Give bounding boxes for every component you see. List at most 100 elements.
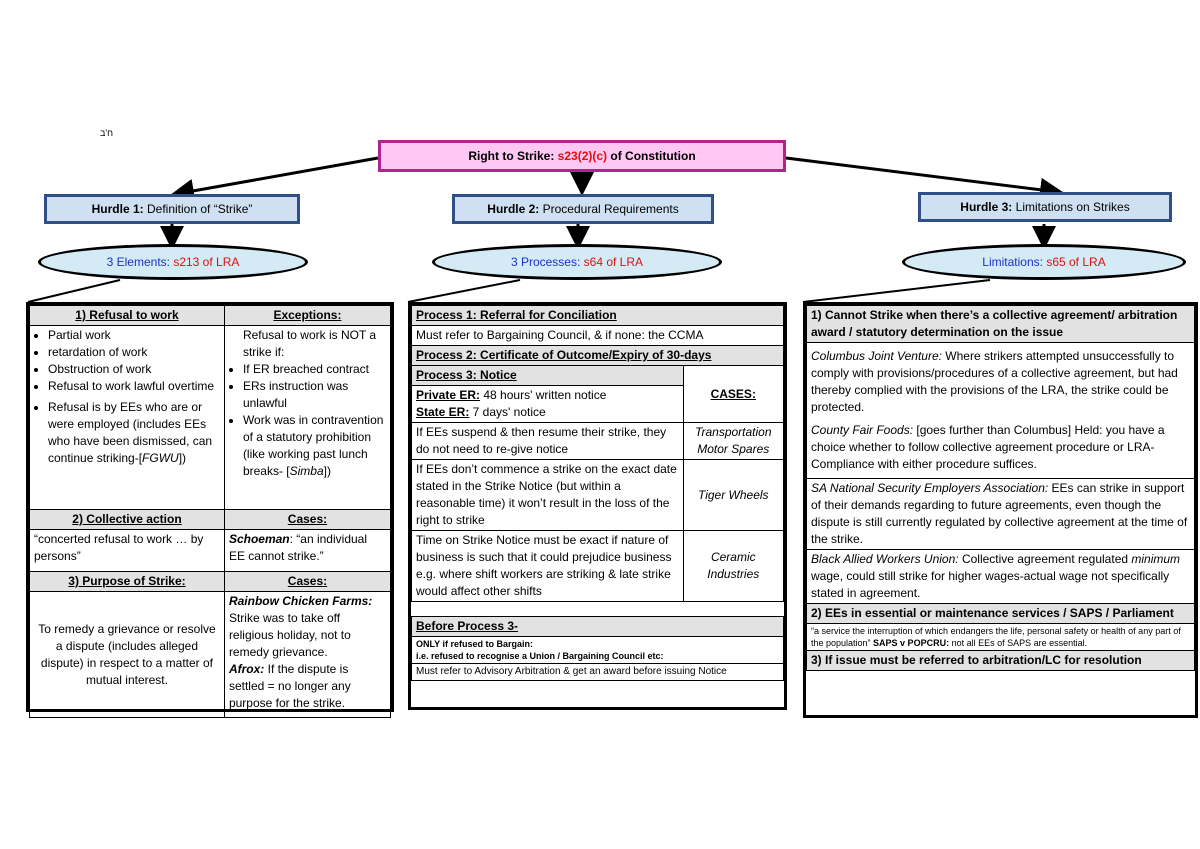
saps-text: not all EEs of SAPS are essential.: [949, 638, 1088, 648]
arrow-root-to-hurdle3: [785, 156, 1064, 202]
list-item-tail: ]): [178, 451, 187, 465]
essential-quote: “a service the interruption of which end…: [811, 626, 1181, 648]
ellipse-2-prefix: 3 Processes:: [510, 255, 584, 269]
purpose-cases-cell: Rainbow Chicken Farms: Strike was to tak…: [223, 591, 392, 718]
case-ceramic-text: Ceramic Industries: [707, 550, 760, 581]
limitation-3-heading: 3) If issue must be referred to arbitrat…: [806, 650, 1195, 671]
process-3-title: Process 3: Notice: [411, 365, 684, 386]
bawu-text-1: Collective agreement regulated: [958, 552, 1132, 566]
row-time-text: Time on Strike Notice must be exact if n…: [411, 530, 684, 602]
row-suspend-text: If EEs suspend & then resume their strik…: [411, 422, 684, 460]
bawu-minimum: minimum: [1131, 552, 1181, 566]
hurdle-3-label: Hurdle 3:: [960, 200, 1013, 214]
ellipse-3-section: s65 of LRA: [1046, 255, 1106, 269]
bawu-text-2: wage, could still strike for higher wage…: [811, 569, 1170, 600]
limitation-1-cases-cell: Columbus Joint Venture: Where strikers a…: [806, 342, 1195, 479]
arrow-root-to-hurdle1: [170, 156, 379, 203]
line-ellipse2-to-col2: [407, 279, 521, 303]
private-er-text: 48 hours' written notice: [480, 388, 607, 402]
exceptions-list-cell: Refusal to work is NOT a strike if: If E…: [223, 325, 392, 510]
column-hurdle-3: 1) Cannot Strike when there’s a collecti…: [803, 302, 1198, 718]
column-hurdle-2: Process 1: Referral for Conciliation Mus…: [408, 302, 787, 710]
case-transportation: Transportation Motor Spares: [682, 422, 785, 460]
processes-table-bottom: Before Process 3- ONLY if refused to Bar…: [411, 616, 784, 681]
sansea-text: EEs can strike in support of their deman…: [811, 481, 1188, 546]
list-item: retardation of work: [48, 344, 220, 361]
process-1-title: Process 1: Referral for Conciliation: [411, 305, 784, 326]
ellipse-1-section: s213 of LRA: [173, 255, 240, 269]
hurdle-1-text: Definition of “Strike”: [143, 202, 253, 216]
list-item-tail: ]): [323, 464, 331, 478]
case-county-fair: County Fair Foods:: [811, 423, 914, 437]
collective-text: “concerted refusal to work … by persons”: [29, 529, 225, 572]
list-item: If ER breached contract: [243, 361, 386, 378]
only-if-text: ONLY if refused to Bargain:: [416, 639, 534, 649]
case-tiger-wheels: Tiger Wheels: [682, 459, 785, 531]
processes-table-top: Process 1: Referral for Conciliation Mus…: [411, 305, 785, 602]
hurdle-2-label: Hurdle 2:: [487, 202, 540, 216]
bawu-cell: Black Allied Workers Union: Collective a…: [806, 549, 1195, 604]
list-item: Refusal is by EEs who are or were employ…: [48, 399, 220, 467]
hurdle-2-text: Procedural Requirements: [539, 202, 679, 216]
purpose-text: To remedy a grievance or resolve a dispu…: [29, 591, 225, 718]
state-er-text: 7 days' notice: [469, 405, 546, 419]
column-hurdle-1: 1) Refusal to work Exceptions: Partial w…: [26, 302, 394, 718]
exceptions-heading: Exceptions:: [223, 305, 392, 326]
notice-periods-cell: Private ER: 48 hours' written notice Sta…: [411, 385, 684, 423]
essential-cell: “a service the interruption of which end…: [806, 623, 1195, 651]
only-if-cell: ONLY if refused to Bargain: i.e. refused…: [411, 636, 784, 664]
list-item: Obstruction of work: [48, 361, 220, 378]
limitation-2-heading: 2) EEs in essential or maintenance servi…: [806, 603, 1195, 624]
columbus-text: Where strikers attempted unsuccessfully …: [811, 349, 1178, 414]
ellipse-3-prefix: Limitations:: [982, 255, 1047, 269]
process-1-text: Must refer to Bargaining Council, & if n…: [411, 325, 784, 346]
columbus-paragraph: Columbus Joint Venture: Where strikers a…: [811, 344, 1190, 416]
root-suffix: of Constitution: [607, 149, 696, 163]
refusal-list: Partial work retardation of work Obstruc…: [48, 327, 220, 467]
cases-label: CASES:: [682, 365, 785, 423]
ellipse-limitations: Limitations: s65 of LRA: [902, 244, 1186, 280]
refusal-heading: 1) Refusal to work: [29, 305, 225, 326]
limitation-1-heading: 1) Cannot Strike when there’s a collecti…: [806, 305, 1195, 343]
list-item: ERs instruction was unlawful: [243, 378, 386, 412]
county-text: [goes further than Columbus] Held: you h…: [811, 423, 1165, 471]
root-box-right-to-strike: Right to Strike: s23(2)(c) of Constituti…: [378, 140, 786, 172]
case-sansea: SA National Security Employers Associati…: [811, 481, 1049, 495]
hurdle-3-text: Limitations on Strikes: [1012, 200, 1130, 214]
list-item: Work was in contravention of a statutory…: [243, 412, 386, 480]
collective-heading: 2) Collective action: [29, 509, 225, 530]
case-fgwu: FGWU: [142, 451, 179, 465]
purpose-heading: 3) Purpose of Strike:: [29, 571, 225, 592]
must-refer-text: Must refer to Advisory Arbitration & get…: [411, 663, 784, 681]
list-item-text: Work was in contravention of a statutory…: [242, 413, 384, 478]
limitations-table: 1) Cannot Strike when there’s a collecti…: [806, 305, 1195, 671]
ellipse-3-processes: 3 Processes: s64 of LRA: [432, 244, 722, 280]
ellipse-1-prefix: 3 Elements:: [106, 255, 174, 269]
list-item-text: Refusal is by EEs who are or were employ…: [48, 400, 213, 465]
case-columbus: Columbus Joint Venture:: [811, 349, 942, 363]
case-ceramic: Ceramic Industries: [682, 530, 785, 602]
list-item: Partial work: [48, 327, 220, 344]
case-bawu: Black Allied Workers Union:: [811, 552, 959, 566]
root-section: s23(2)(c): [557, 149, 608, 163]
root-prefix: Right to Strike:: [468, 149, 558, 163]
cases-heading-2: Cases:: [223, 509, 392, 530]
row-commence-text: If EEs don’t commence a strike on the ex…: [411, 459, 684, 531]
case-saps: SAPS v POPCRU:: [870, 638, 950, 648]
case-schoeman: Schoeman: [228, 532, 290, 546]
schoeman-cell: Schoeman: “an individual EE cannot strik…: [223, 529, 392, 572]
exceptions-list: If ER breached contract ERs instruction …: [243, 361, 386, 480]
hurdle-1-label: Hurdle 1:: [91, 202, 144, 216]
county-paragraph: County Fair Foods: [goes further than Co…: [811, 416, 1190, 477]
rainbow-text: Strike was to take off religious holiday…: [228, 611, 351, 659]
state-er-label: State ER:: [416, 405, 470, 419]
afrox-text: If the dispute is settled = no longer an…: [228, 662, 351, 710]
case-transportation-text: Transportation Motor Spares: [695, 425, 772, 456]
hurdle-1-box: Hurdle 1: Definition of “Strike”: [44, 194, 300, 224]
corner-mark: ח'ב: [100, 128, 114, 138]
hurdle-2-box: Hurdle 2: Procedural Requirements: [452, 194, 714, 224]
elements-table: 1) Refusal to work Exceptions: Partial w…: [29, 305, 392, 718]
refusal-list-cell: Partial work retardation of work Obstruc…: [29, 325, 225, 510]
before-process-3-title: Before Process 3-: [411, 616, 784, 637]
private-er-label: Private ER:: [416, 388, 481, 402]
